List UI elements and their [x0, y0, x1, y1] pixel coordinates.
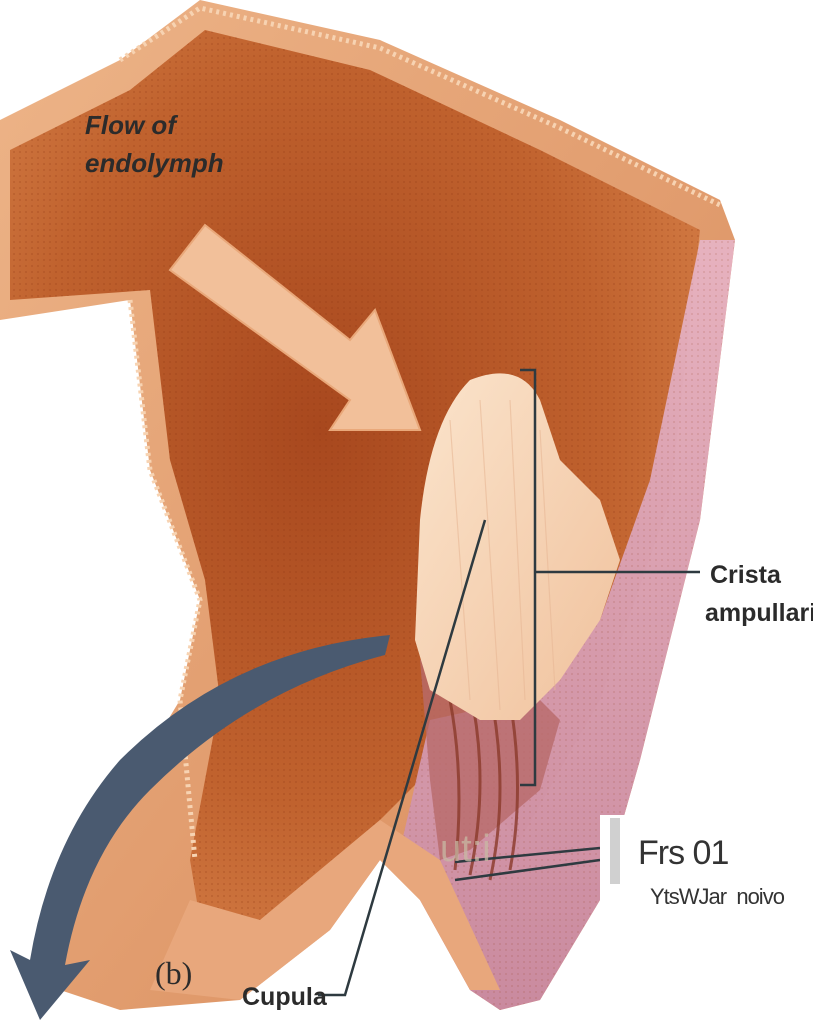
- crista-label-line1: Crista: [710, 560, 781, 590]
- hair-cell-overlay-text: ut:i: [440, 828, 491, 871]
- overlay-code-label: Frs 01: [638, 834, 728, 873]
- cupula-label: Cupula: [242, 982, 327, 1012]
- overlay-sub-label: YtsWJar noivo: [650, 884, 784, 910]
- flow-label-line1: Flow of: [85, 110, 176, 140]
- flow-label-line2: endolymph: [85, 148, 224, 178]
- panel-label: (b): [155, 955, 192, 992]
- overlay-divider: [610, 818, 620, 884]
- crista-label-line2: ampullaris: [705, 598, 813, 628]
